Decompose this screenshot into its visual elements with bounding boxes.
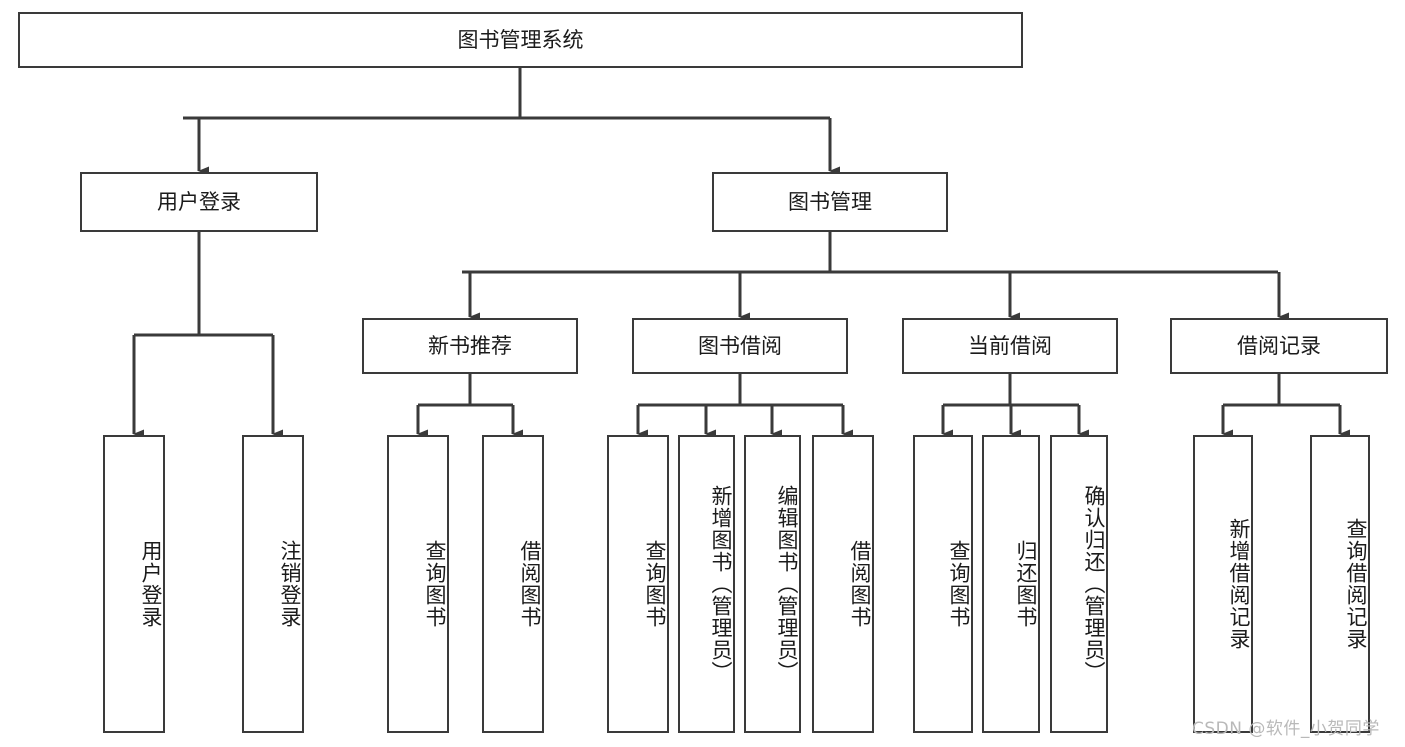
leaf-node[interactable]: 确认归还（管理员） [1050, 435, 1108, 733]
leaf-node-label: 查询图书 [423, 540, 447, 628]
leaf-node-label: 新增借阅记录 [1227, 518, 1251, 650]
leaf-node-label: 查询图书 [947, 540, 971, 628]
leaf-node-label: 编辑图书（管理员） [775, 485, 799, 683]
level3-node[interactable]: 借阅记录 [1170, 318, 1388, 374]
leaf-node[interactable]: 查询图书 [607, 435, 669, 733]
leaf-node[interactable]: 新增借阅记录 [1193, 435, 1253, 733]
level3-node[interactable]: 当前借阅 [902, 318, 1118, 374]
level3-node[interactable]: 新书推荐 [362, 318, 578, 374]
leaf-node-label: 查询借阅记录 [1344, 518, 1368, 650]
leaf-node-label: 用户登录 [139, 540, 163, 628]
leaf-node-label: 归还图书 [1014, 540, 1038, 628]
level3-node-label: 新书推荐 [428, 333, 512, 358]
leaf-node-label: 借阅图书 [518, 540, 542, 628]
leaf-node-label: 注销登录 [278, 540, 302, 628]
leaf-node-label: 新增图书（管理员） [709, 485, 733, 683]
level2-node[interactable]: 用户登录 [80, 172, 318, 232]
level3-node-label: 借阅记录 [1237, 333, 1321, 358]
level2-node[interactable]: 图书管理 [712, 172, 948, 232]
level3-node[interactable]: 图书借阅 [632, 318, 848, 374]
leaf-node[interactable]: 注销登录 [242, 435, 304, 733]
root-node[interactable]: 图书管理系统 [18, 12, 1023, 68]
level2-node-label: 图书管理 [788, 189, 872, 214]
leaf-node[interactable]: 借阅图书 [482, 435, 544, 733]
level2-node-label: 用户登录 [157, 189, 241, 214]
leaf-node[interactable]: 用户登录 [103, 435, 165, 733]
root-node-label: 图书管理系统 [457, 27, 584, 52]
level3-node-label: 图书借阅 [698, 333, 782, 358]
leaf-node[interactable]: 借阅图书 [812, 435, 874, 733]
leaf-node[interactable]: 查询借阅记录 [1310, 435, 1370, 733]
leaf-node[interactable]: 编辑图书（管理员） [744, 435, 801, 733]
leaf-node-label: 查询图书 [643, 540, 667, 628]
leaf-node[interactable]: 新增图书（管理员） [678, 435, 735, 733]
leaf-node[interactable]: 查询图书 [913, 435, 973, 733]
leaf-node[interactable]: 归还图书 [982, 435, 1040, 733]
leaf-node-label: 确认归还（管理员） [1082, 485, 1106, 683]
leaf-node-label: 借阅图书 [848, 540, 872, 628]
leaf-node[interactable]: 查询图书 [387, 435, 449, 733]
level3-node-label: 当前借阅 [968, 333, 1052, 358]
